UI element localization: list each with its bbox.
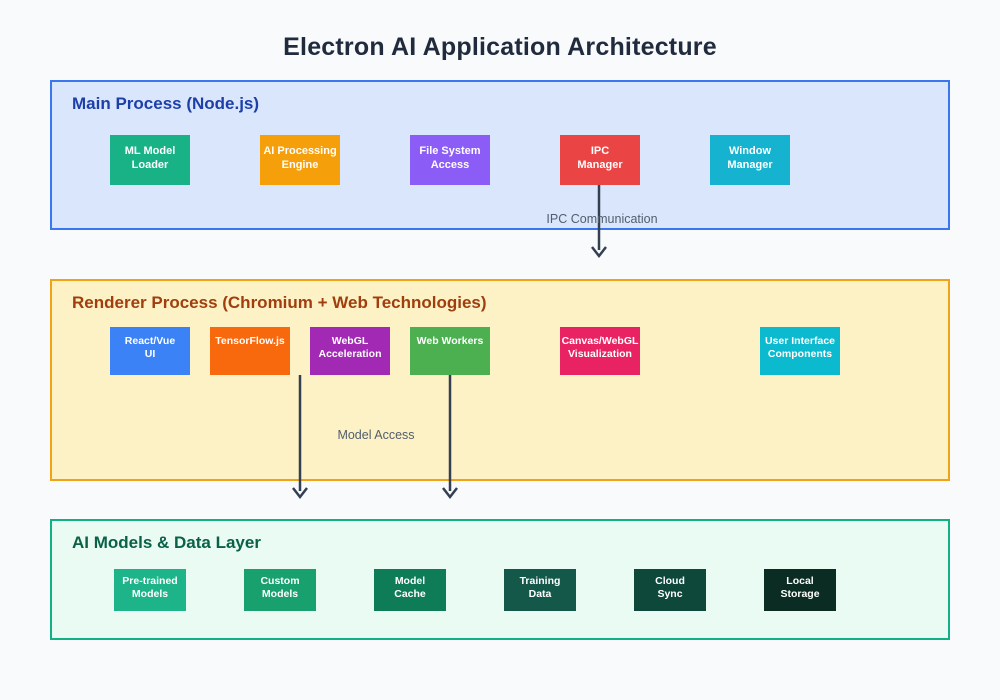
node-ipc-manager: IPC Manager: [560, 135, 640, 185]
node-custom-models: Custom Models: [244, 569, 316, 611]
node-webgl-acceleration: WebGL Acceleration: [310, 327, 390, 375]
renderer-process-title: Renderer Process (Chromium + Web Technol…: [72, 293, 487, 312]
node-web-workers: Web Workers: [410, 327, 490, 375]
ai-models-data-title: AI Models & Data Layer: [72, 533, 261, 552]
node-ml-model-loader: ML Model Loader: [110, 135, 190, 185]
renderer-process-layer: Renderer Process (Chromium + Web Technol…: [50, 279, 950, 481]
ipc-communication-label: IPC Communication: [546, 212, 658, 226]
node-user-interface-components: User Interface Components: [760, 327, 840, 375]
node-ai-processing-engine: AI Processing Engine: [260, 135, 340, 185]
node-canvas-webgl-visualization: Canvas/WebGL Visualization: [560, 327, 640, 375]
main-process-layer: Main Process (Node.js) ML Model Loader A…: [50, 80, 950, 230]
node-react-vue-ui: React/Vue UI: [110, 327, 190, 375]
model-access-label: Model Access: [337, 428, 415, 442]
node-model-cache: Model Cache: [374, 569, 446, 611]
node-local-storage: Local Storage: [764, 569, 836, 611]
node-file-system-access: File System Access: [410, 135, 490, 185]
node-pretrained-models: Pre-trained Models: [114, 569, 186, 611]
node-tensorflow-js: TensorFlow.js: [210, 327, 290, 375]
page-title: Electron AI Application Architecture: [283, 32, 717, 61]
main-process-title: Main Process (Node.js): [72, 94, 260, 113]
node-cloud-sync: Cloud Sync: [634, 569, 706, 611]
ai-models-data-layer: AI Models & Data Layer Pre-trained Model…: [50, 519, 950, 640]
node-window-manager: Window Manager: [710, 135, 790, 185]
node-training-data: Training Data: [504, 569, 576, 611]
